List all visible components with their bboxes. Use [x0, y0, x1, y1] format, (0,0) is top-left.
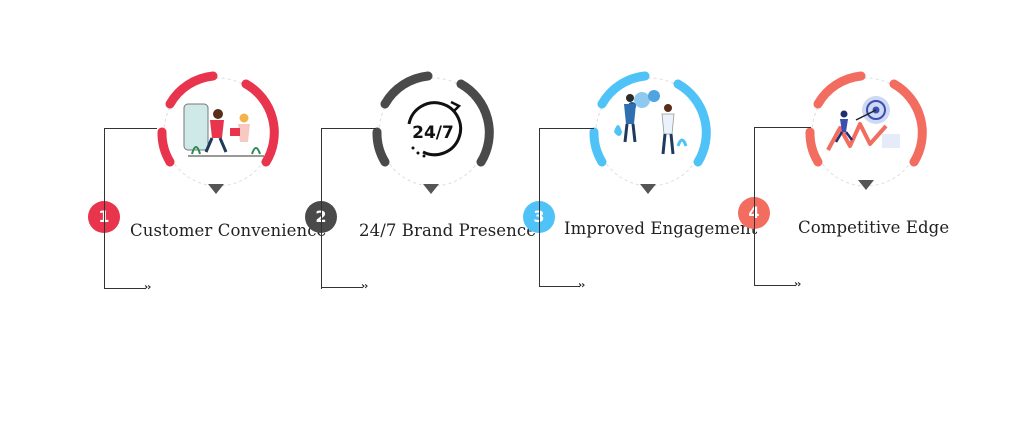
step-3-ring [589, 71, 711, 187]
target-runner-icon [826, 96, 900, 151]
step-3-bracket-bottom [539, 232, 580, 287]
step-4: 4 Competitive Edge ›› [738, 0, 978, 427]
step-4-bracket [754, 127, 811, 286]
step-1-more-arrows[interactable]: ›› [144, 282, 151, 293]
step-2: 24/7 2 24/7 Brand Presence ›› [305, 0, 545, 427]
step-4-more-arrows[interactable]: ›› [794, 279, 801, 290]
step-2-title: 24/7 Brand Presence [359, 221, 537, 240]
step-1-bracket-bottom [104, 232, 145, 289]
step-2-bracket-bottom [321, 232, 362, 288]
engagement-people-icon [614, 90, 688, 155]
step-3-bracket [539, 128, 594, 287]
clock-24-7-text: 24/7 [412, 123, 454, 143]
clock-24-7-icon: 24/7 [407, 100, 463, 158]
step-1-title: Customer Convenience [130, 221, 327, 240]
step-2-pointer [423, 184, 439, 194]
step-1-ring [157, 71, 279, 187]
step-1: 1 Customer Convenience ›› [88, 0, 330, 427]
step-2-ring: 24/7 [372, 71, 494, 187]
step-4-title: Competitive Edge [798, 218, 950, 237]
step-1-bracket [104, 128, 157, 289]
step-2-bracket [321, 128, 376, 289]
step-4-ring [805, 71, 927, 187]
step-4-bracket-bottom [754, 229, 795, 286]
step-3: 3 Improved Engagement ›› [522, 0, 762, 427]
step-3-more-arrows[interactable]: ›› [578, 280, 585, 291]
step-3-pointer [640, 184, 656, 194]
step-2-more-arrows[interactable]: ›› [361, 281, 368, 292]
shopping-people-icon [183, 103, 264, 157]
step-4-pointer [858, 180, 874, 190]
step-3-title: Improved Engagement [564, 219, 758, 238]
step-1-pointer [208, 184, 224, 194]
